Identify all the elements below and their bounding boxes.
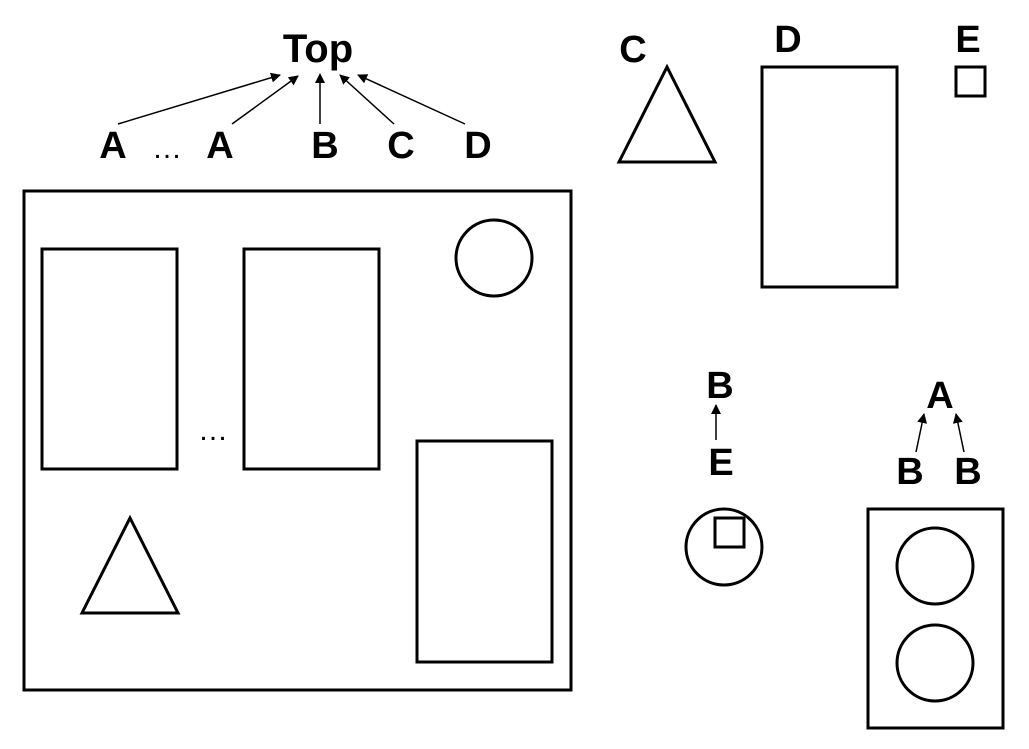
- a-last-rect: [242, 247, 381, 471]
- container-ellipsis: …: [198, 414, 228, 447]
- a-bb-rect: [866, 507, 1005, 730]
- node-ellipsis: …: [152, 132, 182, 165]
- part-e: E: [954, 19, 987, 98]
- top-container: …: [22, 189, 573, 692]
- part-c-triangle: [616, 63, 718, 164]
- b-left-label: B: [896, 451, 923, 493]
- top-outer-rect: [22, 189, 573, 692]
- d-rect: [415, 439, 554, 664]
- a-parent-label: A: [926, 375, 953, 417]
- node-a-first: A: [99, 125, 126, 167]
- node-b: B: [311, 125, 338, 167]
- c-triangle: [79, 514, 181, 615]
- b-e-composition: B E: [684, 365, 764, 587]
- arrow-b-left-to-a: [915, 413, 928, 453]
- part-d-rect: [760, 65, 899, 289]
- b-circle: [454, 218, 534, 298]
- arrow-c-to-top: [339, 74, 395, 125]
- node-d: D: [464, 125, 491, 167]
- a-bb-composition: A B B: [866, 375, 1005, 730]
- part-e-label: E: [955, 19, 980, 61]
- b-parent-label: B: [706, 365, 733, 407]
- part-d-label: D: [774, 19, 801, 61]
- arrow-a-first-to-top: [117, 72, 281, 125]
- b-right-label: B: [954, 451, 981, 493]
- b-e-inner-square: [713, 516, 746, 549]
- arrow-d-to-top: [357, 74, 466, 125]
- node-a-last: A: [206, 125, 233, 167]
- top-hierarchy-tree: Top A … A B C D: [99, 27, 491, 167]
- top-label: Top: [283, 27, 353, 71]
- part-c: C: [616, 29, 718, 164]
- arrow-a-last-to-top: [231, 75, 299, 125]
- e-child-label: E: [708, 442, 733, 484]
- a-bb-circle-bottom: [895, 623, 975, 703]
- part-e-square: [954, 65, 987, 98]
- node-c: C: [387, 125, 414, 167]
- part-d: D: [760, 19, 899, 289]
- a-first-rect: [40, 247, 179, 471]
- part-c-label: C: [619, 29, 646, 71]
- arrow-b-right-to-a: [952, 413, 965, 453]
- a-bb-circle-top: [895, 526, 975, 606]
- b-e-circle: [684, 507, 764, 587]
